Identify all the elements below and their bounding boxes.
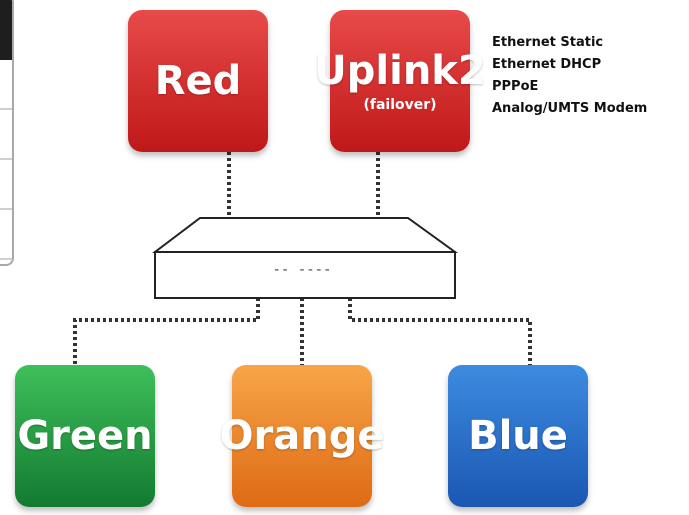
zone-orange: Orange: [220, 365, 384, 507]
partial-panel-header: [0, 0, 12, 60]
router-label: -- ----: [272, 262, 332, 278]
zone-green: Green: [15, 365, 155, 507]
partial-panel-row: [0, 160, 12, 210]
zone-orange-label: Orange: [219, 413, 385, 459]
connector-green: [73, 298, 260, 365]
zone-blue: Blue: [448, 365, 588, 507]
connector-blue: [348, 298, 532, 365]
zone-red: Red: [128, 10, 268, 152]
zone-uplink2-label: Uplink2: [314, 48, 486, 94]
zone-uplink2-sublabel: (failover): [363, 97, 437, 113]
partial-panel-row: [0, 210, 12, 260]
uplink-type: PPPoE: [492, 79, 539, 94]
zone-red-label: Red: [154, 58, 242, 104]
partial-panel: [0, 0, 14, 266]
zone-blue-label: Blue: [468, 413, 568, 459]
partial-panel-row: [0, 60, 12, 110]
uplink-type: Ethernet DHCP: [492, 57, 602, 72]
uplink-types-list: Ethernet Static Ethernet DHCP PPPoE Anal…: [492, 32, 647, 120]
router-front: [154, 251, 456, 299]
router-top: [152, 217, 459, 253]
router-device: [152, 217, 459, 299]
zone-green-label: Green: [17, 413, 153, 459]
zone-uplink2: Uplink2 (failover): [314, 10, 486, 152]
partial-panel-row: [0, 110, 12, 160]
uplink-type: Ethernet Static: [492, 35, 604, 50]
uplink-type: Analog/UMTS Modem: [492, 101, 648, 116]
